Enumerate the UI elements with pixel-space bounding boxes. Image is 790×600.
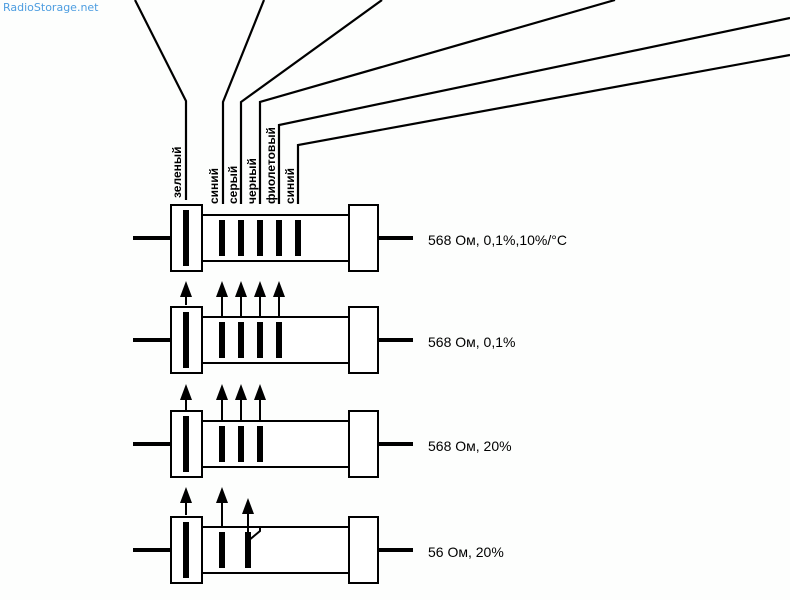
resistor: [133, 410, 413, 478]
color-label-1: синий: [207, 168, 221, 204]
color-band: [295, 220, 301, 256]
arrow-head: [235, 384, 247, 400]
leader-line: [239, 0, 383, 204]
leader-line: [296, 53, 790, 204]
color-band: [183, 522, 189, 578]
arrow-head: [216, 487, 228, 503]
arrow: [180, 487, 192, 515]
arrow: [254, 281, 266, 318]
resistor-cap-right: [348, 410, 379, 478]
color-band: [219, 220, 225, 256]
arrow-head: [273, 281, 285, 297]
arrow-head: [180, 384, 192, 400]
resistors: [133, 204, 413, 584]
color-label-4: фиолетовый: [264, 127, 278, 204]
arrow-head: [216, 384, 228, 400]
color-band: [276, 220, 282, 256]
leader-line: [221, 0, 266, 204]
arrow: [180, 384, 192, 410]
color-band: [238, 220, 244, 256]
color-label-5: синий: [283, 168, 297, 204]
resistor-body: [201, 420, 351, 468]
leader-lines: [134, 0, 790, 204]
arrows: [180, 281, 285, 544]
arrow-head: [180, 281, 192, 297]
arrow: [216, 487, 228, 527]
color-band: [238, 426, 244, 462]
color-band: [257, 220, 263, 256]
arrow: [273, 281, 285, 318]
resistor-labels: 568 Ом, 0,1%,10%/°C 568 Ом, 0,1% 568 Ом,…: [428, 232, 567, 560]
leader-line: [134, 0, 188, 200]
resistor-label-1: 568 Ом, 0,1%: [428, 334, 515, 350]
arrow-head: [254, 281, 266, 297]
arrow: [254, 384, 266, 422]
arrow-head: [254, 384, 266, 400]
color-band: [219, 532, 225, 568]
watermark: RadioStorage.net: [3, 1, 99, 14]
color-band: [238, 322, 244, 358]
color-band: [183, 210, 189, 266]
arrow: [235, 281, 247, 318]
resistor: [133, 204, 413, 272]
arrow-head: [242, 498, 254, 514]
leader-line: [258, 0, 616, 204]
color-band: [219, 426, 225, 462]
color-labels: зеленый синий серый черный фиолетовый си…: [170, 127, 297, 204]
arrow-head: [235, 281, 247, 297]
color-band: [276, 322, 282, 358]
resistor-label-3: 56 Ом, 20%: [428, 544, 504, 560]
color-band: [257, 426, 263, 462]
resistor-label-0: 568 Ом, 0,1%,10%/°C: [428, 232, 567, 248]
arrow-head: [180, 487, 192, 503]
arrow: [216, 281, 228, 318]
color-label-2: серый: [226, 166, 240, 204]
color-label-3: черный: [245, 158, 259, 204]
arrow-shaft: [247, 508, 261, 544]
arrow: [216, 384, 228, 422]
arrow: [235, 384, 247, 422]
arrow: [242, 498, 261, 544]
leader-line: [277, 16, 790, 204]
resistor-cap-right: [348, 516, 379, 584]
color-band: [183, 312, 189, 368]
color-label-0: зеленый: [170, 147, 184, 199]
resistor-cap-right: [348, 306, 379, 374]
color-band: [183, 416, 189, 472]
color-band: [245, 532, 251, 568]
resistor-cap-right: [348, 204, 379, 272]
arrow-head: [216, 281, 228, 297]
resistor-label-2: 568 Ом, 20%: [428, 438, 512, 454]
color-band: [257, 322, 263, 358]
arrow: [180, 281, 192, 305]
color-band: [219, 322, 225, 358]
resistor: [133, 516, 413, 584]
resistor: [133, 306, 413, 374]
